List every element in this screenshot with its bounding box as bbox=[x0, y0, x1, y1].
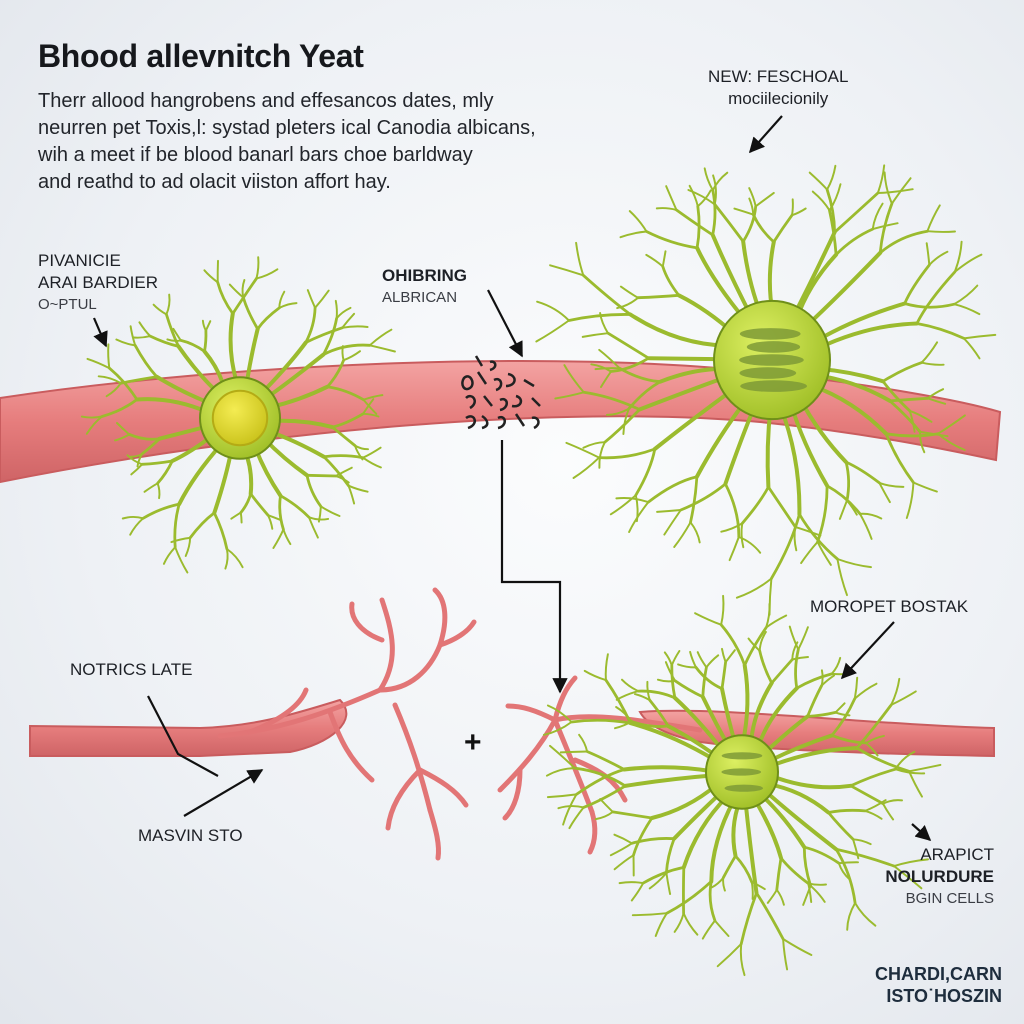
intro-line: neurren pet Toxis,l: systad pleters ical… bbox=[38, 117, 536, 139]
label-line: NEW: FESCHOAL bbox=[708, 67, 849, 86]
arrow-masvin bbox=[183, 769, 264, 817]
label-pivanicie: PIVANICIE ARAI BARDIER O~PTUL bbox=[38, 250, 158, 316]
label-masvin-sto: MASVIN STO bbox=[138, 826, 243, 845]
label-ohibring: OHIBRING ALBRICAN bbox=[382, 265, 467, 309]
cells-layer bbox=[80, 164, 997, 977]
arrow-notrics bbox=[147, 695, 219, 777]
lower-left-blood-vessel bbox=[29, 698, 348, 757]
label-line: ISTO˙HOSZIN bbox=[886, 986, 1002, 1006]
arrow-arapict bbox=[911, 823, 932, 842]
label-line: ARAPICT bbox=[920, 845, 994, 864]
label-arapict: ARAPICT NOLURDURE BGIN CELLS bbox=[885, 844, 994, 910]
arrow-pivanicie bbox=[92, 317, 108, 348]
intro-line: wih a meet if be blood banarl bars choe … bbox=[38, 144, 473, 166]
arrow-ohibring bbox=[487, 289, 523, 358]
label-moropet-bostak: MOROPET BOSTAK bbox=[810, 597, 969, 616]
label-chardl-corner: CHARDI,CARN ISTO˙HOSZIN bbox=[875, 963, 1002, 1007]
diagram-title: Bhood allevnitch Yeat bbox=[38, 38, 364, 74]
label-line: OHIBRING bbox=[382, 266, 467, 285]
arrow-connector-down bbox=[500, 440, 568, 694]
label-line: PIVANICIE bbox=[38, 251, 121, 270]
label-line: NOLURDURE bbox=[885, 867, 994, 886]
annotation-arrows bbox=[92, 115, 932, 842]
label-notrics-late: NOTRICS LATE bbox=[70, 660, 193, 679]
label-subline: BGIN CELLS bbox=[905, 890, 994, 907]
label-subline: mociilecionily bbox=[728, 89, 829, 108]
fungal-cell-right-large bbox=[535, 164, 997, 616]
arrow-moropet bbox=[840, 621, 895, 680]
fungal-cell-bottom-right bbox=[542, 594, 942, 977]
right-capillary-tree bbox=[497, 675, 703, 855]
label-line: CHARDI,CARN bbox=[875, 964, 1002, 984]
intro-line: and reathd to ad olacit viiston affort h… bbox=[38, 171, 391, 193]
label-line: ARAI BARDIER bbox=[38, 273, 158, 292]
intro-line: Therr allood hangrobens and effesancos d… bbox=[38, 90, 494, 112]
label-subline: ALBRICAN bbox=[382, 289, 458, 306]
plus-sign: + bbox=[464, 726, 482, 759]
label-subline: O~PTUL bbox=[38, 296, 97, 313]
left-capillary-tree bbox=[217, 587, 477, 861]
intro-paragraph: Therr allood hangrobens and effesancos d… bbox=[38, 88, 536, 196]
crossing-glyph-cluster bbox=[461, 355, 541, 430]
label-newfeschoal: NEW: FESCHOAL mociilecionily bbox=[708, 66, 848, 110]
fungal-cell-left bbox=[80, 256, 396, 574]
arrow-newfeschoal bbox=[748, 115, 783, 154]
